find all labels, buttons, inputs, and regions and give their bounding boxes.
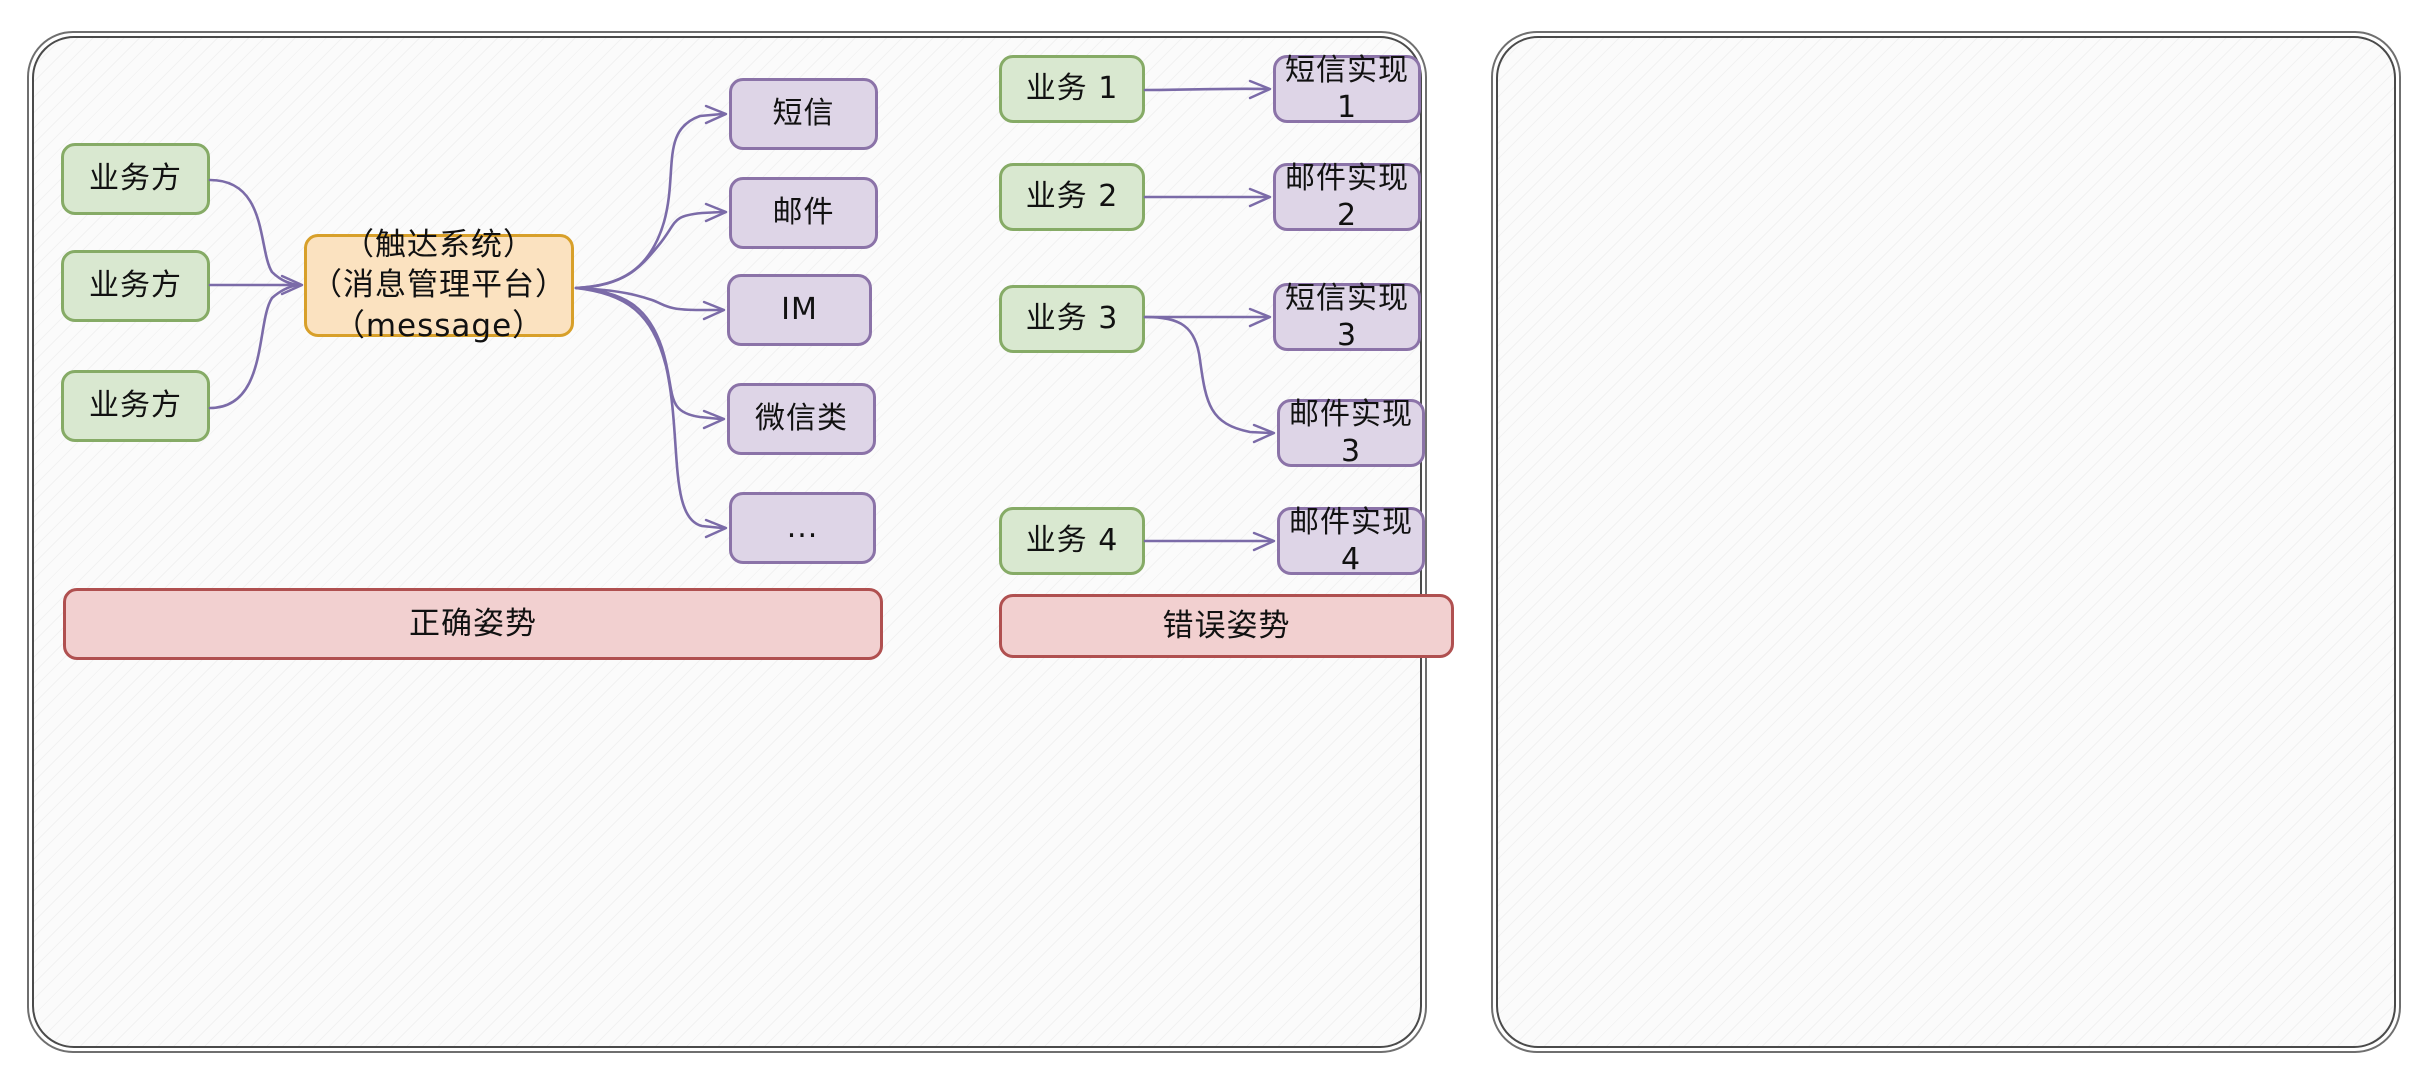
node-business-3[interactable]: 业务 3 xyxy=(999,285,1145,353)
node-impl-sms-1[interactable]: 短信实现1 xyxy=(1273,53,1421,125)
node-impl-sms-3[interactable]: 短信实现3 xyxy=(1273,281,1421,353)
node-impl-email-3[interactable]: 邮件实现3 xyxy=(1277,397,1425,469)
node-channel-im[interactable]: IM xyxy=(727,274,872,346)
node-producer-1[interactable]: 业务方 xyxy=(61,143,210,215)
panel-border-outer xyxy=(27,31,1427,1053)
banner-correct-posture: 正确姿势 xyxy=(63,588,883,660)
node-producer-3[interactable]: 业务方 xyxy=(61,370,210,442)
node-impl-email-4[interactable]: 邮件实现4 xyxy=(1277,505,1425,577)
node-producer-2[interactable]: 业务方 xyxy=(61,250,210,322)
node-business-1[interactable]: 业务 1 xyxy=(999,55,1145,123)
node-message-hub[interactable]: （触达系统） （消息管理平台） （message） xyxy=(304,227,574,344)
node-business-4[interactable]: 业务 4 xyxy=(999,507,1145,575)
panel-border-inner-right xyxy=(1496,36,2396,1048)
node-business-2[interactable]: 业务 2 xyxy=(999,163,1145,231)
node-channel-email[interactable]: 邮件 xyxy=(729,177,878,249)
node-channel-wechat[interactable]: 微信类 xyxy=(727,383,876,455)
node-impl-email-2[interactable]: 邮件实现2 xyxy=(1273,161,1421,233)
node-channel-more[interactable]: ... xyxy=(729,492,876,564)
right-panel-wrong xyxy=(1491,31,2401,1053)
panel-border-inner xyxy=(32,36,1422,1048)
left-panel-correct xyxy=(27,31,1427,1053)
banner-wrong-posture: 错误姿势 xyxy=(999,594,1454,658)
node-channel-sms[interactable]: 短信 xyxy=(729,78,878,150)
panel-border-outer-right xyxy=(1491,31,2401,1053)
